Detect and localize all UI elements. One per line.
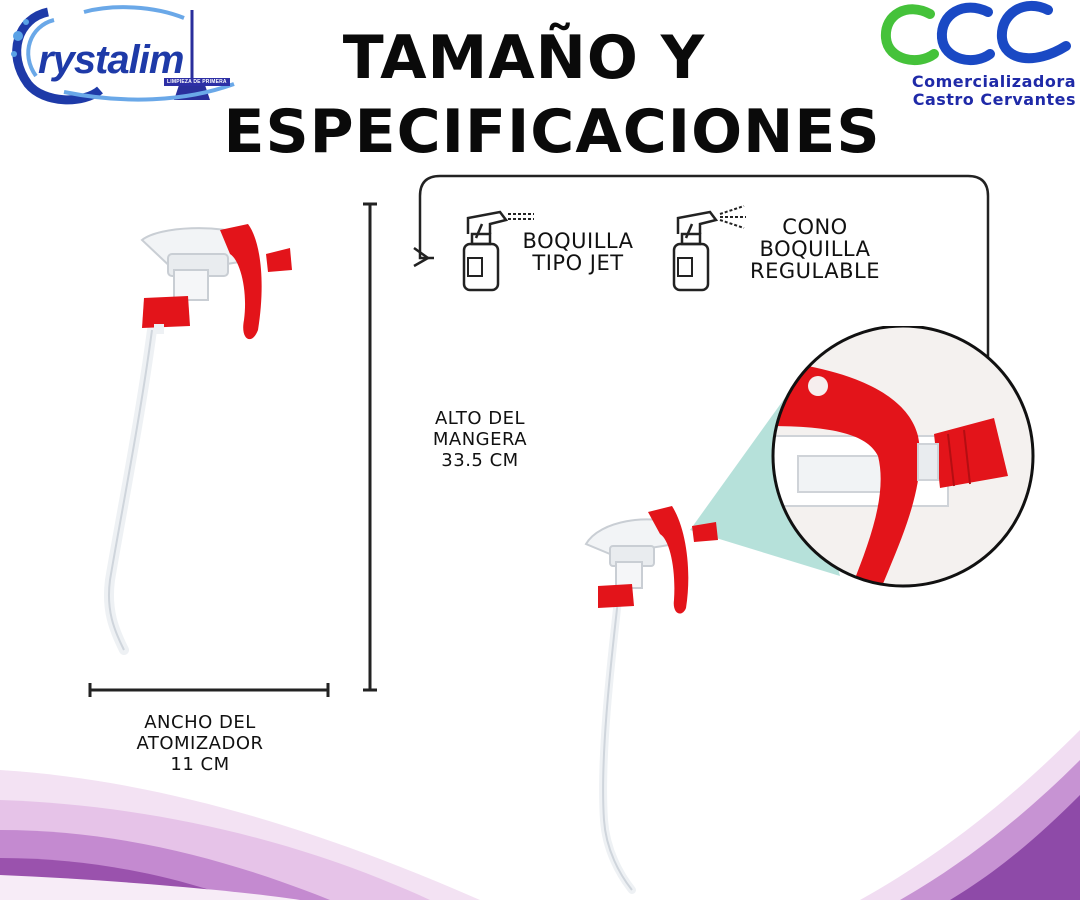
nozzle-zoom-detail	[771, 326, 1035, 588]
brand-tagline: LIMPIEZA DE PRIMERA	[164, 78, 230, 86]
crystalim-logo: rystalim LIMPIEZA DE PRIMERA	[4, 4, 260, 108]
width-dimension-line	[88, 683, 330, 697]
width-label: ANCHO DEL ATOMIZADOR 11 CM	[136, 712, 264, 775]
height-label: ALTO DEL MANGERA 33.5 CM	[432, 408, 528, 471]
ccc-logo-icon	[880, 0, 1071, 66]
feature-cone-label: CONO BOQUILLA REGULABLE	[750, 215, 880, 283]
product-sprayer-large	[104, 224, 292, 655]
jet-spray-bottle-icon	[462, 210, 534, 292]
height-dimension-line	[363, 202, 377, 692]
brand-name: rystalim	[38, 38, 184, 82]
page-title-line2: ESPECIFICACIONES	[223, 97, 881, 167]
feature-jet-label: BOQUILLA TIPO JET	[522, 229, 634, 275]
product-sprayer-small	[584, 506, 718, 894]
company-name-line2: Castro Cervantes	[912, 90, 1076, 109]
page-title-line1: TAMAÑO Y	[342, 23, 706, 93]
company-name-line1: Comercializadora	[911, 72, 1076, 91]
ccc-logo: Comercializadora Castro Cervantes	[878, 0, 1080, 110]
bubble-mop-logo-icon	[11, 5, 235, 105]
cone-spray-bottle-icon	[672, 205, 746, 292]
